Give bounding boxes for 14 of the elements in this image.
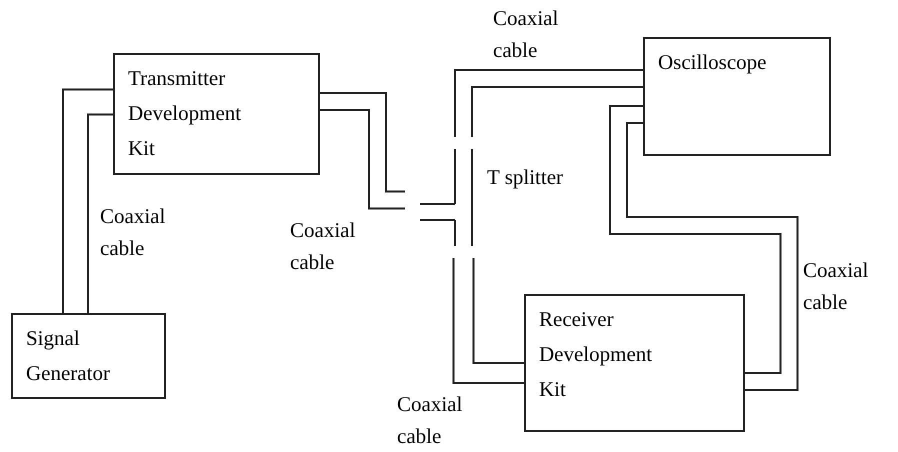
coaxial-cable bbox=[62, 88, 113, 313]
splitter-label: T splitter bbox=[487, 164, 564, 191]
coaxial-cable bbox=[609, 105, 798, 391]
coaxial-cable bbox=[452, 258, 524, 384]
device-box bbox=[643, 37, 831, 156]
coaxial-cable bbox=[454, 69, 643, 137]
coaxial-cable bbox=[320, 92, 405, 210]
device-label: Transmitter Development Kit bbox=[128, 65, 242, 162]
device-label: Signal Generator bbox=[26, 325, 111, 387]
device-label: Oscilloscope bbox=[658, 49, 768, 76]
device-box bbox=[524, 294, 745, 432]
device-box bbox=[113, 53, 320, 175]
device-label: Receiver Development Kit bbox=[539, 306, 654, 403]
device-box bbox=[11, 313, 166, 399]
